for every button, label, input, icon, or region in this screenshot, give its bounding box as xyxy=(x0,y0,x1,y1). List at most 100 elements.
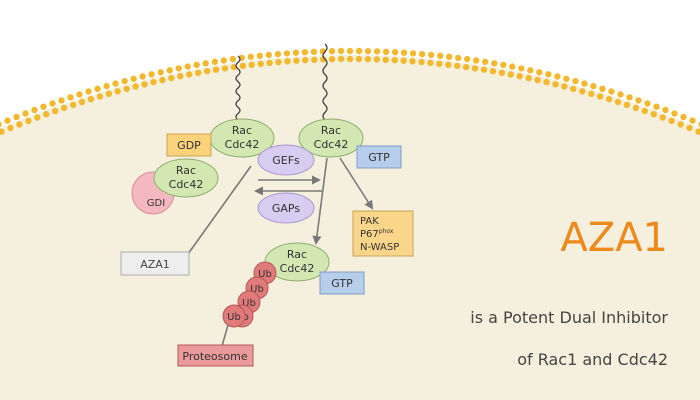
membrane-bead xyxy=(623,101,631,109)
membrane-bead xyxy=(364,56,372,63)
membrane-bead xyxy=(239,62,246,70)
aza1-box-label: AZA1 xyxy=(140,258,170,271)
membrane-bead xyxy=(632,104,640,112)
gdp-label: GDP xyxy=(177,139,201,152)
cell-membrane xyxy=(0,47,700,135)
membrane-bead xyxy=(641,107,648,115)
membrane-bead xyxy=(130,75,137,83)
membrane-bead xyxy=(87,96,95,103)
membrane-bead xyxy=(626,94,633,101)
membrane-bead xyxy=(49,100,56,107)
membrane-bead xyxy=(436,60,443,67)
membrane-bead xyxy=(689,117,696,124)
membrane-bead xyxy=(409,50,417,57)
rac-gdi-line2: Cdc42 xyxy=(169,178,204,191)
membrane-bead xyxy=(78,98,86,106)
membrane-bead xyxy=(150,78,157,86)
membrane-bead xyxy=(337,55,345,63)
membrane-bead xyxy=(301,49,309,56)
membrane-bead xyxy=(310,48,318,55)
effector-p67-main: P67 xyxy=(360,229,379,240)
line-rac-to-aza1 xyxy=(187,165,252,255)
gtp-top-label: GTP xyxy=(368,151,390,164)
membrane-bead xyxy=(121,77,128,85)
membrane-bead xyxy=(157,69,164,76)
membrane-bead xyxy=(391,57,398,64)
membrane-bead xyxy=(257,60,264,67)
membrane-bead xyxy=(58,97,65,104)
membrane-bead xyxy=(148,71,155,78)
membrane-bead xyxy=(588,90,595,98)
membrane-bead xyxy=(94,85,101,93)
membrane-bead xyxy=(428,51,435,59)
membrane-bead xyxy=(220,57,227,64)
membrane-bead xyxy=(482,58,489,65)
membrane-bead xyxy=(518,65,525,72)
membrane-bead xyxy=(579,88,586,95)
membrane-bead xyxy=(96,93,104,100)
membrane-bead xyxy=(193,61,200,69)
membrane-bead xyxy=(563,75,570,83)
membrane-bead xyxy=(284,58,291,65)
membrane-bead xyxy=(695,128,700,135)
gefs-label: GEFs xyxy=(272,154,300,167)
membrane-bead xyxy=(545,71,552,78)
membrane-bead xyxy=(337,47,345,55)
membrane-bead xyxy=(34,114,41,121)
membrane-bead xyxy=(561,83,568,90)
membrane-bead xyxy=(159,76,166,84)
membrane-bead xyxy=(427,59,434,67)
membrane-bead xyxy=(373,56,380,63)
membrane-bead xyxy=(581,80,588,87)
membrane-bead xyxy=(462,63,470,71)
membrane-anchor-left xyxy=(235,55,241,121)
rac-gdi-line1: Rac xyxy=(176,164,196,177)
membrane-bead xyxy=(437,52,444,59)
membrane-bead xyxy=(275,58,282,66)
membrane-bead xyxy=(455,54,462,62)
membrane-bead xyxy=(355,55,363,63)
gefs-node xyxy=(257,144,315,176)
membrane-bead xyxy=(22,110,29,117)
proteasome-box xyxy=(177,344,254,367)
ub-label: Ub xyxy=(250,284,264,295)
membrane-bead xyxy=(103,82,110,90)
membrane-bead xyxy=(112,80,119,87)
ub-circle xyxy=(222,304,246,328)
membrane-bead xyxy=(653,103,660,110)
membrane-bead xyxy=(283,50,291,57)
membrane-bead xyxy=(659,114,666,121)
membrane-bead xyxy=(195,69,202,77)
membrane-bead xyxy=(500,61,507,69)
rac-left-line2: Cdc42 xyxy=(225,138,260,151)
membrane-bead xyxy=(489,68,497,75)
rac-bottom-line1: Rac xyxy=(287,248,307,261)
membrane-bead xyxy=(552,81,559,88)
arrow-rac-to-effectors xyxy=(339,157,374,210)
membrane-bead xyxy=(43,111,50,118)
membrane-bead xyxy=(16,121,23,128)
membrane-bead xyxy=(76,91,83,98)
membrane-bead xyxy=(302,57,309,64)
gdi-label: GDI xyxy=(147,198,165,209)
headline-title: AZA1 xyxy=(560,215,668,261)
membrane-bead xyxy=(671,110,678,117)
membrane-bead xyxy=(464,55,471,63)
membrane-bead xyxy=(680,113,687,121)
membrane-bead xyxy=(311,56,318,63)
membrane-bead xyxy=(536,69,543,76)
membrane-bead xyxy=(614,98,622,106)
membrane-bead xyxy=(599,85,606,93)
membrane-bead xyxy=(13,113,20,121)
membrane-bead xyxy=(274,50,282,58)
effector-p67-sup: phox xyxy=(379,228,394,235)
membrane-bead xyxy=(418,50,426,58)
membrane-bead xyxy=(355,47,363,55)
rac-right-line1: Rac xyxy=(321,124,341,137)
membrane-bead xyxy=(141,81,148,88)
membrane-bead xyxy=(0,121,2,128)
membrane-anchor-right xyxy=(322,43,328,121)
membrane-bead xyxy=(686,124,693,132)
